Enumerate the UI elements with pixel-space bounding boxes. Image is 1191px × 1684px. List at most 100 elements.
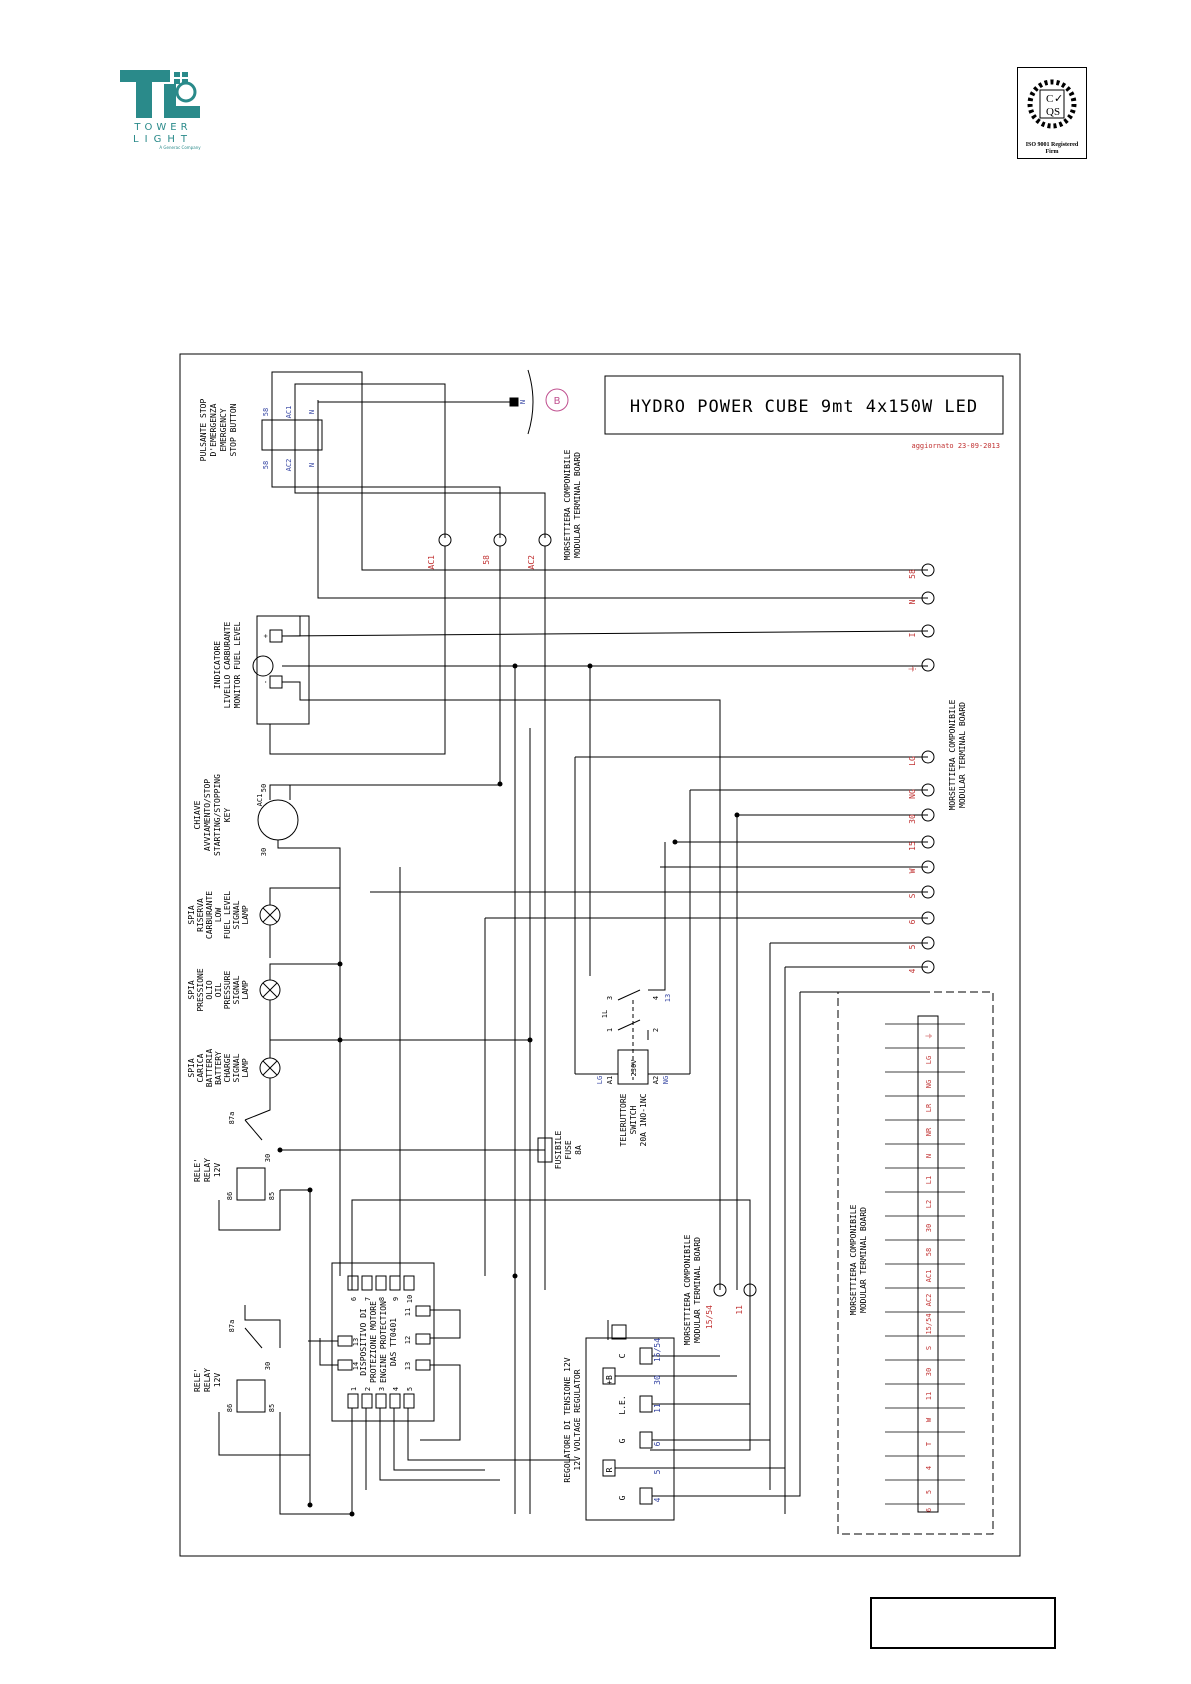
stop-button-body <box>261 419 323 451</box>
fuel-level-label-2: LIVELLO CARBURANTE <box>223 621 232 708</box>
tele-pin-3: 3 <box>606 996 614 1000</box>
lamp-fuel-label-4: LOW <box>214 908 223 923</box>
regulator-pin-2: L.E. <box>618 1395 627 1414</box>
dashed-board-terminal-10: AC1 <box>925 1270 933 1283</box>
dashed-board-terminal-2: NG <box>925 1080 933 1088</box>
dashed-board-label-1: MORSETTIERA COMPONIBILE <box>849 1204 858 1315</box>
lamp-fuel-label-2: RISERVA <box>196 898 205 932</box>
title-box <box>604 375 1004 435</box>
tele-pin-lg: LG <box>596 1076 604 1084</box>
fuse-label-1: FUSIBILE <box>554 1131 563 1170</box>
dashed-board-terminal-19: 5 <box>925 1490 933 1494</box>
fuse-body <box>537 1137 553 1163</box>
dashed-board-terminal-13: S <box>925 1346 933 1350</box>
prot-left-pin-14: 14 <box>352 1362 360 1370</box>
relay1-pin-85: 85 <box>268 1192 276 1200</box>
connector-b-label: B <box>554 396 561 407</box>
laurel-seal-icon: C ✓ Q S <box>1027 79 1077 129</box>
top-board-label-2: MODULAR TERMINAL BOARD <box>573 452 582 558</box>
diagram-updated: aggiornato 23-09-2013 <box>911 442 1000 450</box>
regulator-wire-4: 5 <box>653 1469 662 1474</box>
key-label-3: STARTING/STOPPING <box>213 774 222 856</box>
tele-pin-1l: 1L <box>601 1010 609 1018</box>
protection-label-4: DAS TT0401 <box>389 1318 398 1366</box>
fuse-label-2: FUSE <box>564 1140 573 1159</box>
right-board-label-2: MODULAR TERMINAL BOARD <box>958 702 967 808</box>
relay2-label-2: RELAY <box>203 1368 212 1392</box>
lamp-fuel-label-6: SIGNAL <box>232 900 241 929</box>
diagram-frame <box>179 353 1021 1557</box>
lamp-battery-label-4: BATTERY <box>214 1051 223 1085</box>
regulator-wire-5: 4 <box>653 1497 662 1502</box>
iso-caption-line1: ISO 9001 Registered <box>1025 142 1079 148</box>
tele-pin-ng: NG <box>662 1076 670 1084</box>
stop-button-label-1: PULSANTE STOP <box>199 399 208 462</box>
stop-button-label-4: STOP BUTTON <box>229 403 238 456</box>
prot-bottom-pin-1: 1 <box>350 1387 358 1391</box>
prot-right-pin-11: 11 <box>404 1308 412 1316</box>
mid-terminal-15-54: 15/54 <box>705 1305 714 1329</box>
dashed-board-terminal-18: 4 <box>925 1466 933 1470</box>
fuel-level-label-3: MONITOR FUEL LEVEL <box>233 621 242 708</box>
voltage-regulator-body <box>585 1337 675 1521</box>
protection-label-1: DISPOSITIVO DI <box>359 1308 368 1376</box>
regulator-wire-0: 15/54 <box>653 1338 662 1362</box>
dashed-board-terminal-16: W <box>925 1417 933 1422</box>
fuse-label-3: 8A <box>574 1145 583 1155</box>
dashed-board-label-2: MODULAR TERMINAL BOARD <box>859 1207 868 1313</box>
dashed-board-terminal-0: ⏚ <box>925 1033 933 1040</box>
iso-certification-mark: C ✓ Q S ISO 9001 Registered Firm <box>1017 67 1087 159</box>
prot-top-pin-8: 8 <box>378 1297 386 1301</box>
right-terminal-7: 15 <box>908 841 917 851</box>
relay1-coil <box>236 1167 266 1201</box>
regulator-label-2: 12V VOLTAGE REGULATOR <box>573 1369 582 1470</box>
connector-n-label: N <box>519 400 527 404</box>
right-terminal-11: 5 <box>908 944 917 949</box>
starting-key-body <box>257 799 299 841</box>
dashed-board-terminal-3: LR <box>925 1103 933 1112</box>
tele-pin-4: 4 <box>652 996 660 1000</box>
mid-board-label-1: MORSETTIERA COMPONIBILE <box>683 1234 692 1345</box>
page-number-box <box>870 1597 1056 1649</box>
top-board-label-1: MORSETTIERA COMPONIBILE <box>563 449 572 560</box>
fuel-level-body <box>256 615 310 725</box>
relay2-pin-86: 86 <box>226 1404 234 1412</box>
prot-top-pin-7: 7 <box>364 1297 372 1301</box>
prot-top-pin-9: 9 <box>392 1297 400 1301</box>
right-terminal-4: LG <box>908 756 917 766</box>
brand-line1: TOWER <box>133 122 191 133</box>
regulator-pin-4: R <box>605 1467 614 1472</box>
right-terminal-6: 30 <box>908 814 917 824</box>
lamp-battery-label-7: LAMP <box>241 1058 250 1077</box>
mid-terminal-11: 11 <box>735 1305 744 1315</box>
relay1-pin-86: 86 <box>226 1192 234 1200</box>
fuel-pin-plus: + <box>262 634 270 638</box>
regulator-pin-1: +B <box>605 1375 614 1385</box>
tele-pin-230v: 230V <box>630 1059 638 1077</box>
diagram-title: HYDRO POWER CUBE 9mt 4x150W LED <box>630 397 978 417</box>
brand-line2: LIGHT <box>133 134 193 145</box>
fuel-pin-minus: - <box>262 680 270 684</box>
prot-top-pin-6: 6 <box>350 1297 358 1301</box>
relay2-label-1: RELE' <box>193 1368 202 1392</box>
relay1-label-2: RELAY <box>203 1158 212 1182</box>
relay1-pin-87a: 87a <box>228 1112 236 1125</box>
dashed-board-terminal-17: T <box>925 1441 933 1446</box>
tele-pin-a2: A2 <box>652 1076 660 1084</box>
dashed-board-terminal-11: AC2 <box>925 1294 933 1307</box>
key-label-1: CHIAVE <box>193 800 202 829</box>
lamp-oil-label-2: PRESSIONE <box>196 968 205 1012</box>
relay2-pin-85: 85 <box>268 1404 276 1412</box>
stop-pin-2: N <box>308 410 316 414</box>
tele-pin-1: 1 <box>606 1028 614 1032</box>
svg-text:C: C <box>1046 93 1053 105</box>
relay2-coil <box>236 1379 266 1413</box>
top-terminal-ac1: AC1 <box>427 555 436 570</box>
prot-bottom-pin-2: 2 <box>364 1387 372 1391</box>
brand-tagline: A Generac Company <box>159 145 201 150</box>
protection-label-3: ENGINE PROTECTION <box>379 1301 388 1383</box>
right-terminal-12: 4 <box>908 968 917 973</box>
stop-pin-1: AC1 <box>285 406 293 419</box>
lamp-oil-label-4: OIL <box>214 983 223 998</box>
mid-board-label-2: MODULAR TERMINAL BOARD <box>693 1237 702 1343</box>
